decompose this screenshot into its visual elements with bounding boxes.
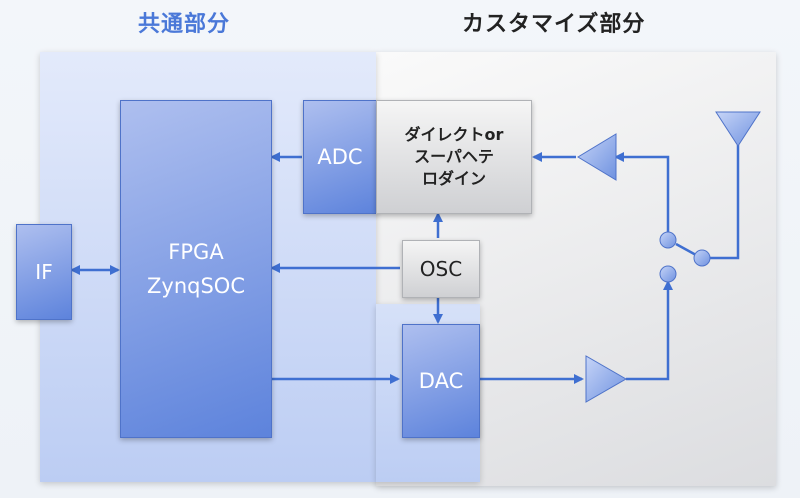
switch-to-rx-amp: [614, 152, 670, 232]
if-label: IF: [35, 260, 53, 284]
common-section-title: 共通部分: [138, 12, 231, 37]
direct-line-2: スーパヘテ: [414, 147, 494, 166]
custom-section-title: カスタマイズ部分: [462, 12, 646, 37]
adc-block: ADC: [303, 100, 377, 214]
switch-contact-common: [693, 249, 711, 267]
switch-lever: [675, 242, 697, 257]
zynqsoc-label: ZynqSOC: [147, 274, 245, 298]
dac-label: DAC: [418, 369, 464, 393]
fpga-label: FPGA: [168, 240, 224, 264]
antenna-to-switch: [710, 145, 740, 260]
rx-amplifier-icon: [577, 133, 617, 181]
fpga-block: FPGA ZynqSOC: [120, 100, 272, 438]
direct-line-1: ダイレクトor: [404, 125, 504, 144]
tx-amplifier-icon: [585, 355, 628, 403]
adc-label: ADC: [317, 145, 363, 169]
antenna-icon: [715, 111, 761, 147]
direct-line-3: ロダイン: [421, 169, 486, 188]
switch-contact-tx: [659, 265, 677, 283]
tx-amp-to-switch: [626, 280, 673, 381]
osc-label: OSC: [419, 257, 463, 281]
direct-superhet-block: ダイレクトor スーパヘテ ロダイン: [376, 100, 532, 214]
if-block: IF: [16, 224, 72, 320]
switch-contact-rx: [659, 231, 677, 249]
osc-block: OSC: [402, 240, 480, 298]
dac-block: DAC: [402, 324, 480, 438]
